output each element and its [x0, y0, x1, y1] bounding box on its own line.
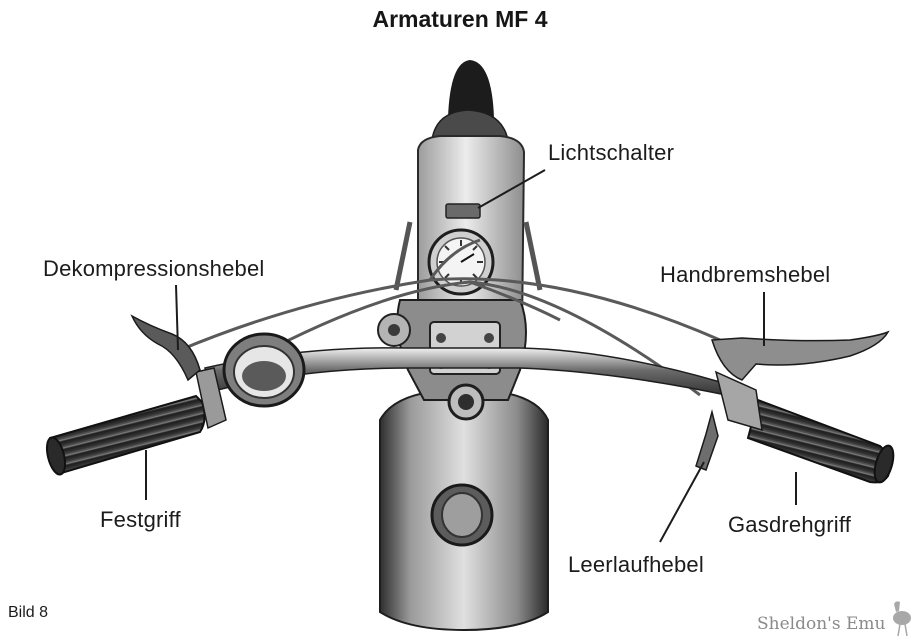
fuel-tank — [379, 391, 549, 632]
label-lichtschalter: Lichtschalter — [548, 140, 675, 165]
emu-logo-icon — [893, 601, 911, 637]
hand-brake-lever — [710, 330, 890, 381]
diagram-title: Armaturen MF 4 — [372, 6, 548, 32]
light-switch-icon — [445, 203, 481, 219]
right-grip — [714, 370, 895, 484]
horn-icon — [222, 332, 306, 408]
watermark: Sheldon's Emu — [757, 614, 886, 634]
leader-lines — [145, 169, 797, 543]
label-leerlaufhebel: Leerlaufhebel — [568, 552, 704, 577]
left-grip — [45, 367, 227, 476]
label-festgriff: Festgriff — [100, 507, 181, 532]
decompression-lever — [130, 314, 201, 382]
label-gasdrehgriff: Gasdrehgriff — [728, 512, 852, 537]
idle-lever — [695, 409, 719, 471]
label-dekompressionshebel: Dekompressionshebel — [43, 256, 265, 281]
figure-label: Bild 8 — [8, 604, 49, 621]
control-cables — [179, 238, 721, 397]
label-handbremshebel: Handbremshebel — [660, 262, 831, 287]
